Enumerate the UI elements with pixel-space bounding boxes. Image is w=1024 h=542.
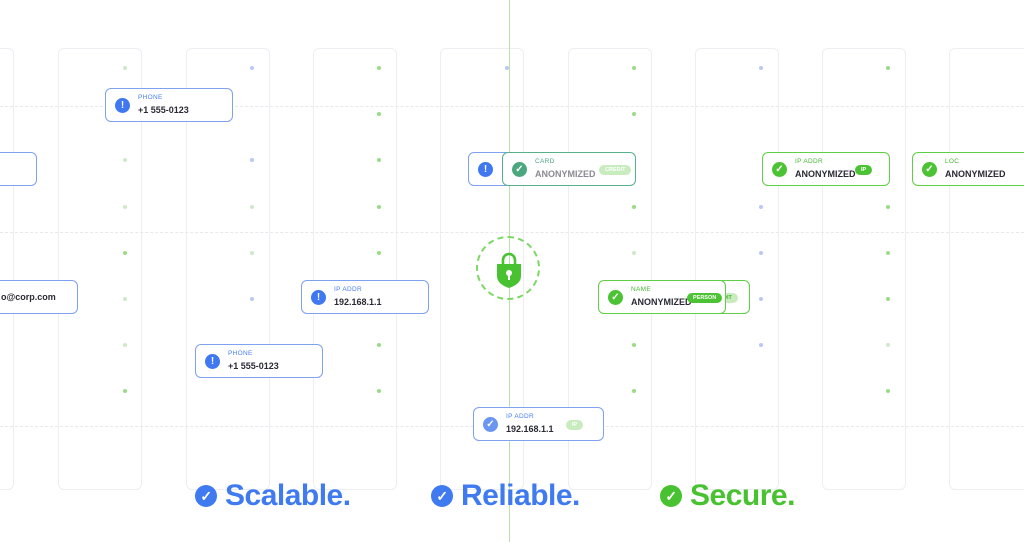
pii-card-value: ANONYMIZED — [535, 169, 596, 179]
entity-tag: IP — [855, 165, 873, 175]
pii-card-card: ✓ CARD ANONYMIZED CREDIT — [502, 152, 636, 186]
grid-dot — [377, 158, 381, 162]
grid-dot — [377, 112, 381, 116]
pii-card-ip: ✓ IP ADDR ANONYMIZED IP — [762, 152, 890, 186]
tagline-scalable: ✓ Scalable. — [195, 478, 351, 514]
grid-line — [0, 106, 1024, 107]
grid-dot — [886, 297, 890, 301]
check-circle-icon: ✓ — [195, 485, 217, 507]
pii-card-label: PHONE — [228, 350, 253, 357]
grid-dot — [632, 343, 636, 347]
pii-card-value: 192.168.1.1 — [506, 424, 554, 434]
pii-card-value: 192.168.1.1 — [334, 297, 382, 307]
grid-dot — [759, 66, 763, 70]
grid-dot — [123, 343, 127, 347]
grid-dot — [886, 66, 890, 70]
lock-ring — [476, 236, 540, 300]
pii-card-label: IP ADDR — [506, 413, 534, 420]
pii-card-value: ANONYMIZED — [945, 169, 1006, 179]
grid-dot — [377, 66, 381, 70]
check-icon: ✓ — [608, 290, 623, 305]
pii-card-name: ✓ NAME ANONYMIZED PERSON — [598, 280, 726, 314]
check-icon: ✓ — [483, 417, 498, 432]
pii-card-label: IP ADDR — [334, 286, 362, 293]
pii-card-loc: ✓ LOC ANONYMIZED — [912, 152, 1024, 186]
grid-column — [949, 48, 1024, 490]
grid-dot — [123, 66, 127, 70]
grid-column — [0, 48, 14, 490]
grid-column — [822, 48, 906, 490]
check-icon: ✓ — [512, 162, 527, 177]
alert-icon: ! — [115, 98, 130, 113]
tagline-text: Reliable. — [461, 479, 580, 512]
grid-dot — [123, 389, 127, 393]
pii-card-label: NAME — [631, 286, 651, 293]
grid-dot — [377, 205, 381, 209]
alert-icon: ! — [311, 290, 326, 305]
grid-dot — [759, 251, 763, 255]
shield-lock-icon — [497, 252, 521, 288]
check-circle-icon: ✓ — [660, 485, 682, 507]
entity-tag: PERSON — [687, 293, 723, 303]
grid-dot — [632, 66, 636, 70]
tagline-secure: ✓ Secure. — [660, 478, 795, 514]
grid-dot — [377, 343, 381, 347]
grid-dot — [250, 251, 254, 255]
pii-card-ip: ✓ IP ADDR 192.168.1.1 IP — [473, 407, 604, 441]
grid-dot — [632, 112, 636, 116]
grid-dot — [632, 251, 636, 255]
grid-dot — [250, 66, 254, 70]
alert-icon: ! — [205, 354, 220, 369]
grid-dot — [123, 251, 127, 255]
grid-dot — [123, 297, 127, 301]
entity-tag: IP — [566, 420, 584, 430]
pii-card-label: IP ADDR — [795, 158, 823, 165]
grid-dot — [123, 158, 127, 162]
pii-card-value: o@corp.com — [1, 292, 56, 302]
pii-card-blank — [0, 152, 37, 186]
grid-dot — [250, 158, 254, 162]
entity-tag: DIT — [717, 293, 738, 303]
grid-dot — [886, 343, 890, 347]
pii-card-phone: ! PHONE +1 555-0123 — [105, 88, 233, 122]
tagline-text: Scalable. — [225, 479, 351, 512]
pii-card-label: LOC — [945, 158, 960, 165]
grid-line — [0, 232, 1024, 233]
grid-dot — [123, 205, 127, 209]
pii-card-phone: ! PHONE +1 555-0123 — [195, 344, 323, 378]
pii-card-label: PHONE — [138, 94, 163, 101]
grid-dot — [377, 251, 381, 255]
check-icon: ✓ — [772, 162, 787, 177]
grid-dot — [886, 251, 890, 255]
entity-tag: CREDIT — [599, 165, 632, 175]
alert-icon: ! — [478, 162, 493, 177]
grid-dot — [505, 66, 509, 70]
grid-dot — [632, 389, 636, 393]
tagline-text: Secure. — [690, 479, 795, 512]
grid-dot — [759, 205, 763, 209]
grid-dot — [632, 205, 636, 209]
pii-card-value: ANONYMIZED — [795, 169, 856, 179]
grid-dot — [759, 343, 763, 347]
pii-card-value: +1 555-0123 — [228, 361, 279, 371]
tagline-reliable: ✓ Reliable. — [431, 478, 580, 514]
grid-dot — [250, 205, 254, 209]
grid-column — [695, 48, 779, 490]
pii-card-ip: ! IP ADDR 192.168.1.1 — [301, 280, 429, 314]
check-icon: ✓ — [922, 162, 937, 177]
grid-dot — [886, 205, 890, 209]
grid-column — [313, 48, 397, 490]
pii-card-label: CARD — [535, 158, 555, 165]
grid-dot — [886, 389, 890, 393]
check-circle-icon: ✓ — [431, 485, 453, 507]
grid-dot — [250, 297, 254, 301]
pii-card-value: ANONYMIZED — [631, 297, 692, 307]
pii-card-email: o@corp.com — [0, 280, 78, 314]
grid-dot — [759, 297, 763, 301]
grid-dot — [377, 389, 381, 393]
pii-card-value: +1 555-0123 — [138, 105, 189, 115]
